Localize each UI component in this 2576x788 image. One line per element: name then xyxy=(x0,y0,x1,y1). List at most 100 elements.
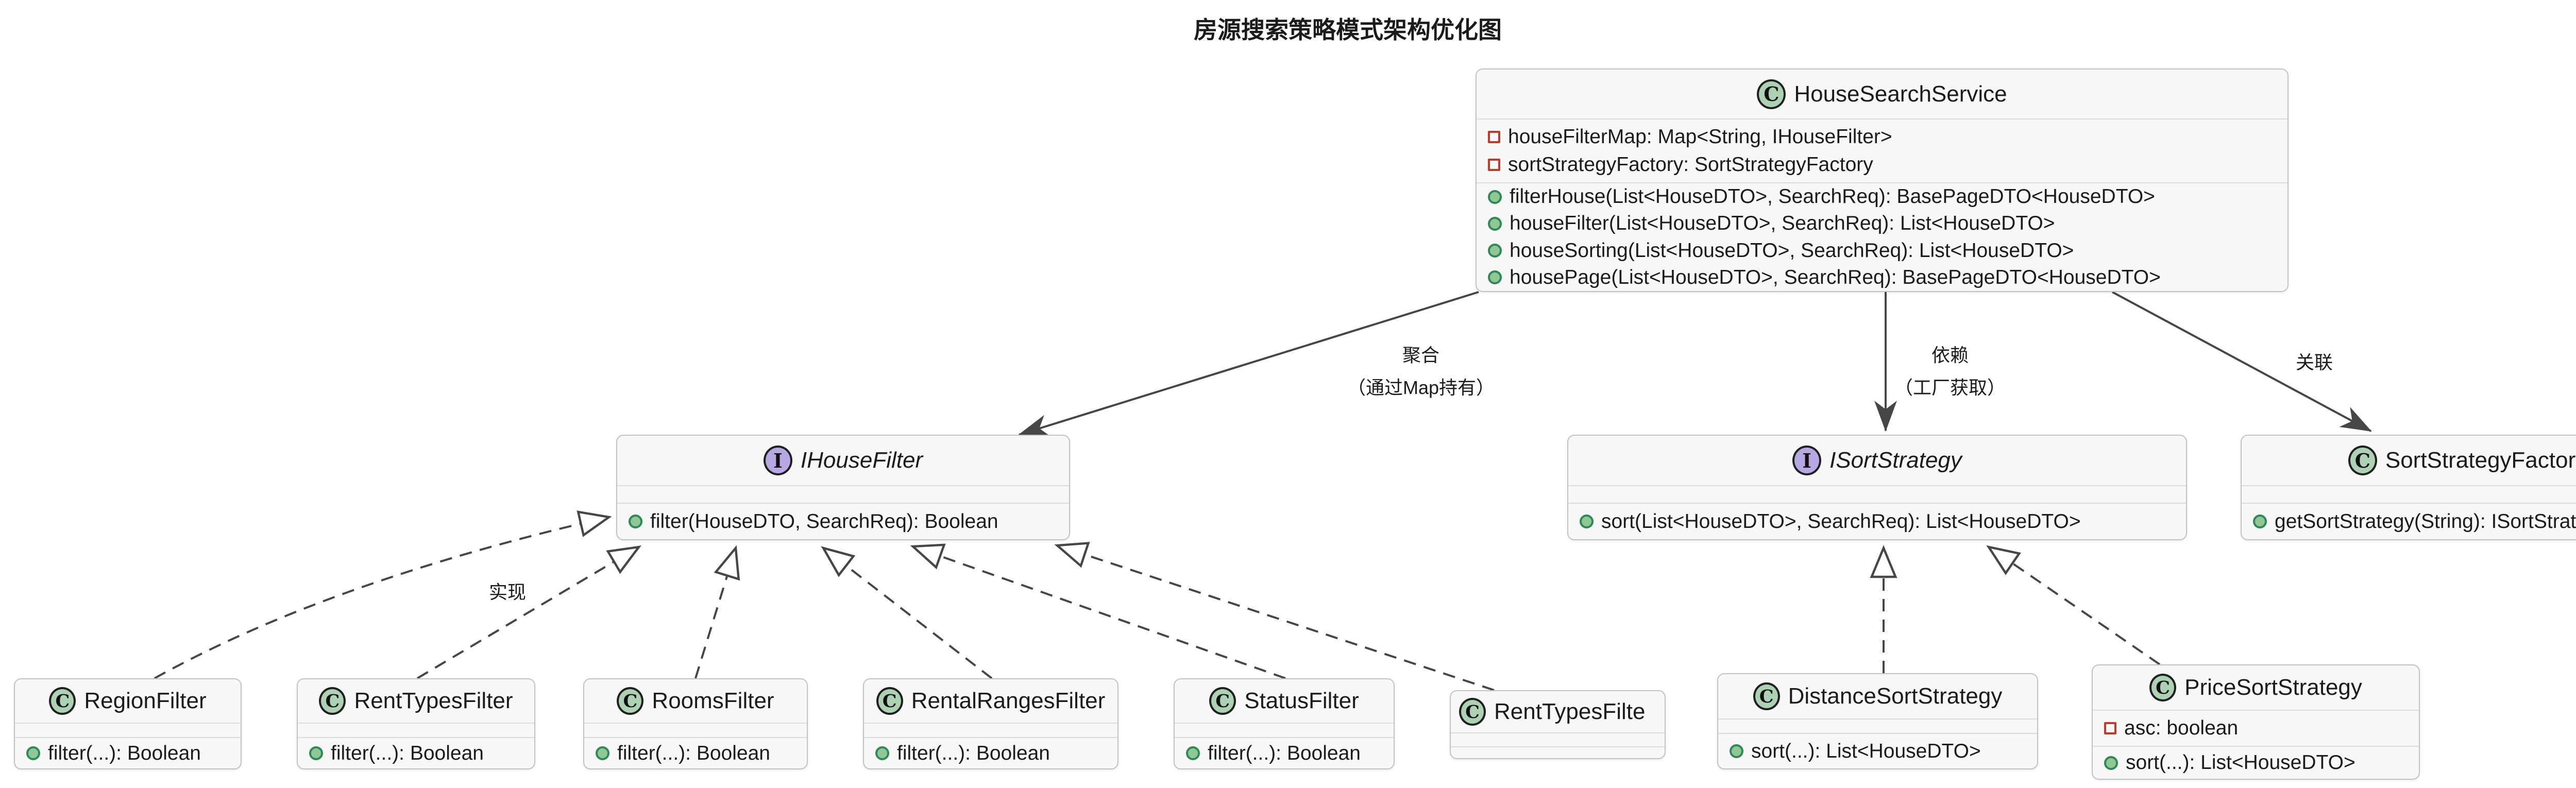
edge-realization-pricesortstrategy xyxy=(1986,545,2161,665)
interface-box-isortstrategy: I ISortStrategy sort(List<HouseDTO>, Sea… xyxy=(1567,435,2187,540)
interface-name: ISortStrategy xyxy=(1829,448,1962,473)
private-field-icon xyxy=(2104,722,2116,734)
public-method-icon xyxy=(1488,270,1502,285)
field-row: asc: boolean xyxy=(2093,714,2419,742)
edge-label-realization: 实现 xyxy=(488,581,527,603)
method-text: filter(...): Boolean xyxy=(48,742,201,764)
class-header: C StatusFilter xyxy=(1175,679,1394,723)
interface-icon: I xyxy=(763,446,792,475)
method-text: filterHouse(List<HouseDTO>, SearchReq): … xyxy=(1510,185,2155,208)
edge-realization-regionfilter xyxy=(154,510,612,679)
class-box-rentalrangesfilter: C RentalRangesFilter filter(...): Boolea… xyxy=(863,678,1118,769)
method-row: sort(...): List<HouseDTO> xyxy=(1718,738,2037,765)
public-method-icon xyxy=(596,746,609,760)
method-row: filter(...): Boolean xyxy=(584,740,807,767)
edge-aggregation xyxy=(1018,291,1479,437)
interface-header: I ISortStrategy xyxy=(1568,436,2186,485)
edge-association xyxy=(2112,291,2372,432)
class-header: C SortStrategyFactory xyxy=(2242,436,2576,485)
class-name: RentTypesFilte xyxy=(1494,699,1646,724)
field-text: sortStrategyFactory: SortStrategyFactory xyxy=(1508,153,1873,176)
class-icon: C xyxy=(1459,698,1486,726)
fields-section-empty xyxy=(1718,718,2037,733)
method-row: filterHouse(List<HouseDTO>, SearchReq): … xyxy=(1477,183,2287,210)
methods-section: filter(...): Boolean xyxy=(1175,737,1394,768)
fields-section-empty xyxy=(1451,732,1665,746)
public-method-icon xyxy=(1488,190,1502,204)
fields-section: asc: boolean xyxy=(2093,710,2419,746)
class-name: SortStrategyFactory xyxy=(2385,448,2576,473)
public-method-icon xyxy=(2253,515,2267,528)
edge-realization-roomsfilter xyxy=(694,545,740,679)
methods-section-empty xyxy=(1451,746,1665,758)
class-icon: C xyxy=(49,687,76,715)
methods-section: filter(...): Boolean xyxy=(864,737,1117,768)
class-box-statusfilter: C StatusFilter filter(...): Boolean xyxy=(1174,678,1395,769)
method-row: sort(...): List<HouseDTO> xyxy=(2093,749,2419,777)
class-header: C DistanceSortStrategy xyxy=(1718,674,2037,718)
method-row: housePage(List<HouseDTO>, SearchReq): Ba… xyxy=(1477,264,2287,291)
class-icon: C xyxy=(617,687,644,715)
method-text: houseFilter(List<HouseDTO>, SearchReq): … xyxy=(1510,212,2055,235)
methods-section: getSortStrategy(String): ISortStrategy xyxy=(2242,503,2576,539)
class-name: DistanceSortStrategy xyxy=(1788,683,2003,709)
public-method-icon xyxy=(1488,244,1502,258)
class-header: C HouseSearchService xyxy=(1477,70,2287,118)
fields-section-empty xyxy=(298,723,534,737)
method-row: getSortStrategy(String): ISortStrategy xyxy=(2242,508,2576,536)
method-text: filter(...): Boolean xyxy=(1208,742,1361,764)
fields-section-empty xyxy=(864,723,1117,737)
fields-section-empty xyxy=(15,723,241,737)
public-method-icon xyxy=(1730,744,1743,758)
interface-header: I IHouseFilter xyxy=(617,436,1069,485)
class-box-distancesortstrategy: C DistanceSortStrategy sort(...): List<H… xyxy=(1717,673,2038,769)
fields-section-empty xyxy=(584,723,807,737)
edge-label-dependency-line1: 依赖 xyxy=(1931,345,1969,366)
methods-section: filter(...): Boolean xyxy=(298,737,534,768)
method-text: housePage(List<HouseDTO>, SearchReq): Ba… xyxy=(1510,266,2161,288)
class-header: C RegionFilter xyxy=(15,679,241,723)
class-header: C RentTypesFilter xyxy=(298,679,534,723)
class-name: HouseSearchService xyxy=(1794,81,2007,107)
class-header: C RentalRangesFilter xyxy=(864,679,1117,723)
edge-realization-rentalrangesfilter xyxy=(821,546,993,679)
class-icon: C xyxy=(2149,674,2177,701)
edge-realization-renttypesfilter xyxy=(416,545,641,679)
edge-label-dependency: 依赖 （工厂获取） xyxy=(1894,339,2006,404)
class-box-renttypesfilter: C RentTypesFilter filter(...): Boolean xyxy=(297,678,535,769)
public-method-icon xyxy=(309,746,323,760)
class-name: RentalRangesFilter xyxy=(911,688,1106,713)
method-text: filter(HouseDTO, SearchReq): Boolean xyxy=(650,510,998,533)
methods-section: sort(...): List<HouseDTO> xyxy=(1718,733,2037,768)
class-icon: C xyxy=(2348,446,2377,475)
class-name: PriceSortStrategy xyxy=(2184,675,2362,700)
class-name: RentTypesFilter xyxy=(354,688,513,713)
edge-realization-statusfilter xyxy=(910,543,1286,679)
public-method-icon xyxy=(875,746,889,760)
fields-section-empty xyxy=(1175,723,1394,737)
methods-section: filter(...): Boolean xyxy=(15,737,241,768)
field-text: asc: boolean xyxy=(2124,717,2239,739)
class-header: C RentTypesFilte xyxy=(1451,691,1665,732)
class-name: RoomsFilter xyxy=(652,688,774,713)
field-row: houseFilterMap: Map<String, IHouseFilter… xyxy=(1477,123,2287,151)
method-text: sort(...): List<HouseDTO> xyxy=(2126,751,2355,774)
edge-realization-renttypesfilte xyxy=(1054,542,1495,691)
method-row: sort(List<HouseDTO>, SearchReq): List<Ho… xyxy=(1568,508,2186,536)
class-header: C PriceSortStrategy xyxy=(2093,665,2419,710)
public-method-icon xyxy=(629,515,642,528)
method-text: filter(...): Boolean xyxy=(617,742,770,764)
methods-section: sort(List<HouseDTO>, SearchReq): List<Ho… xyxy=(1568,503,2186,539)
class-name: RegionFilter xyxy=(84,688,207,713)
methods-section: filter(...): Boolean xyxy=(584,737,807,768)
methods-section: sort(...): List<HouseDTO> xyxy=(2093,746,2419,779)
public-method-icon xyxy=(1580,515,1594,528)
fields-section-empty xyxy=(2242,485,2576,503)
edge-label-aggregation-line2: （通过Map持有） xyxy=(1347,377,1495,398)
class-box-regionfilter: C RegionFilter filter(...): Boolean xyxy=(14,678,242,769)
class-icon: C xyxy=(1209,687,1236,715)
method-text: sort(...): List<HouseDTO> xyxy=(1751,740,1981,762)
class-box-renttypesfilte: C RentTypesFilte xyxy=(1450,690,1666,759)
diagram-title: 房源搜索策略模式架构优化图 xyxy=(1194,16,1502,43)
